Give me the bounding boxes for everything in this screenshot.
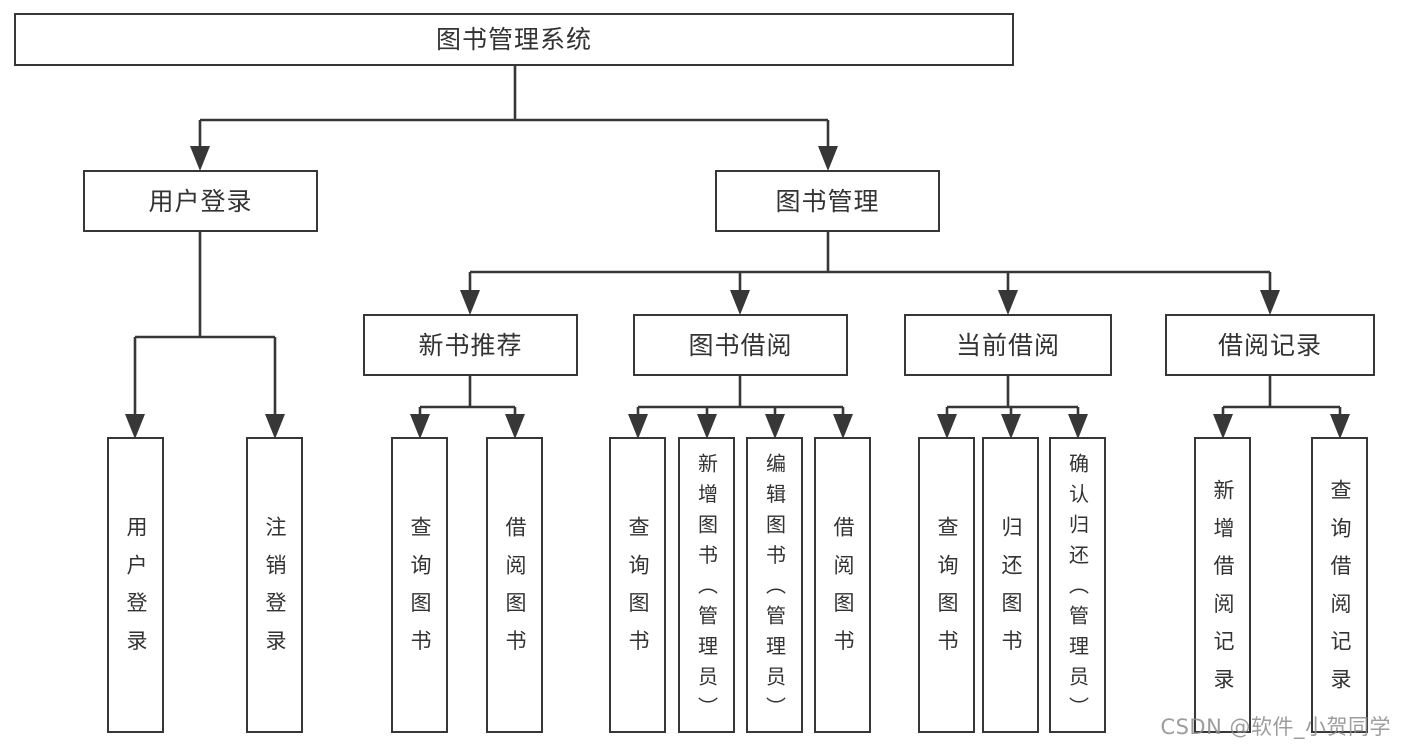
watermark: CSDN @软件_小贺同学 bbox=[1160, 715, 1391, 739]
leaf-logout-label: 注销登录 bbox=[263, 516, 287, 668]
leaf-query-borrow-record: 查询借阅记录 bbox=[1311, 437, 1368, 733]
leaf-return-books: 归还图书 bbox=[982, 437, 1039, 733]
node-book-management: 图书管理 bbox=[715, 170, 940, 232]
leaf-edit-books-admin-label: 编辑图书（管理员） bbox=[762, 452, 787, 727]
node-new-book-recommend: 新书推荐 bbox=[363, 314, 578, 376]
leaf-query-books-current-label: 查询图书 bbox=[935, 516, 959, 668]
node-root: 图书管理系统 bbox=[14, 13, 1014, 66]
leaf-return-books-label: 归还图书 bbox=[999, 516, 1023, 668]
node-book-management-label: 图书管理 bbox=[775, 186, 880, 216]
leaf-add-books-admin-label: 新增图书（管理员） bbox=[694, 452, 719, 727]
node-borrow-records: 借阅记录 bbox=[1165, 314, 1375, 376]
node-book-borrowing: 图书借阅 bbox=[633, 314, 848, 376]
leaf-borrow-books-label: 借阅图书 bbox=[831, 516, 855, 668]
leaf-query-books-borrowing-label: 查询图书 bbox=[626, 516, 650, 668]
leaf-confirm-return-admin-label: 确认归还（管理员） bbox=[1065, 452, 1090, 727]
leaf-add-borrow-record-label: 新增借阅记录 bbox=[1211, 478, 1235, 706]
leaf-borrow-books: 借阅图书 bbox=[814, 437, 871, 733]
node-book-borrowing-label: 图书借阅 bbox=[688, 330, 793, 360]
leaf-query-books-borrowing: 查询图书 bbox=[609, 437, 666, 733]
node-user-login: 用户登录 bbox=[83, 170, 318, 232]
leaf-borrow-books-recommend: 借阅图书 bbox=[486, 437, 543, 733]
node-current-borrowing: 当前借阅 bbox=[904, 314, 1112, 376]
leaf-add-borrow-record: 新增借阅记录 bbox=[1194, 437, 1251, 733]
leaf-query-books-recommend: 查询图书 bbox=[391, 437, 448, 733]
leaf-user-login: 用户登录 bbox=[107, 437, 164, 733]
node-current-borrowing-label: 当前借阅 bbox=[955, 330, 1060, 360]
leaf-query-borrow-record-label: 查询借阅记录 bbox=[1328, 478, 1352, 706]
node-borrow-records-label: 借阅记录 bbox=[1217, 330, 1322, 360]
leaf-logout: 注销登录 bbox=[246, 437, 303, 733]
leaf-query-books-recommend-label: 查询图书 bbox=[408, 516, 432, 668]
leaf-edit-books-admin: 编辑图书（管理员） bbox=[746, 437, 803, 733]
leaf-borrow-books-recommend-label: 借阅图书 bbox=[503, 516, 527, 668]
leaf-query-books-current: 查询图书 bbox=[918, 437, 975, 733]
node-root-label: 图书管理系统 bbox=[435, 25, 592, 54]
arrowheads bbox=[125, 146, 1350, 439]
leaf-user-login-label: 用户登录 bbox=[124, 516, 148, 668]
leaf-confirm-return-admin: 确认归还（管理员） bbox=[1049, 437, 1106, 733]
leaf-add-books-admin: 新增图书（管理员） bbox=[678, 437, 735, 733]
node-user-login-label: 用户登录 bbox=[148, 186, 253, 216]
node-new-book-recommend-label: 新书推荐 bbox=[418, 330, 523, 360]
